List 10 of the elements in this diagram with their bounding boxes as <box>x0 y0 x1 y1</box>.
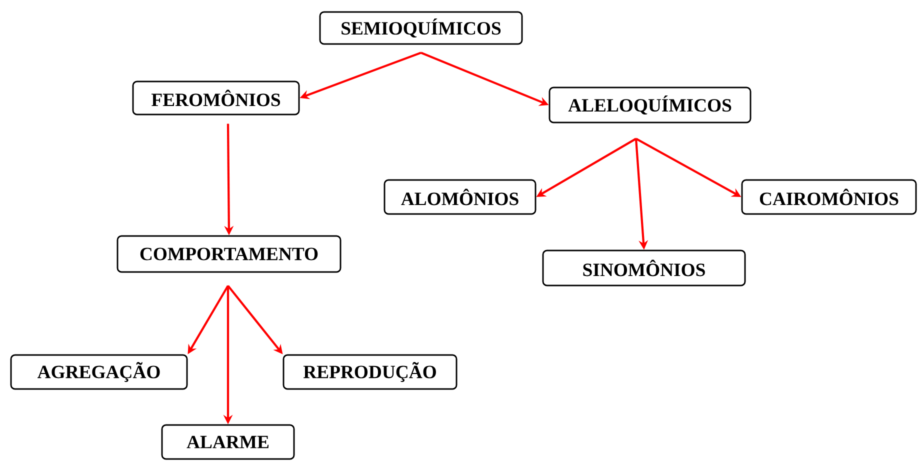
concept-box: REPRODUÇÃO <box>282 354 458 390</box>
concept-box: COMPORTAMENTO <box>116 235 342 273</box>
concept-box: ALELOQUÍMICOS <box>548 86 752 124</box>
concept-box: SEMIOQUÍMICOS <box>319 11 523 45</box>
concept-box: ALOMÔNIOS <box>384 179 536 215</box>
concept-box: AGREGAÇÃO <box>10 354 188 390</box>
concept-box: CAIROMÔNIOS <box>741 179 917 215</box>
concept-box: FEROMÔNIOS <box>132 80 300 116</box>
concept-box: SINOMÔNIOS <box>542 250 746 286</box>
concept-box: ALARME <box>161 424 295 460</box>
